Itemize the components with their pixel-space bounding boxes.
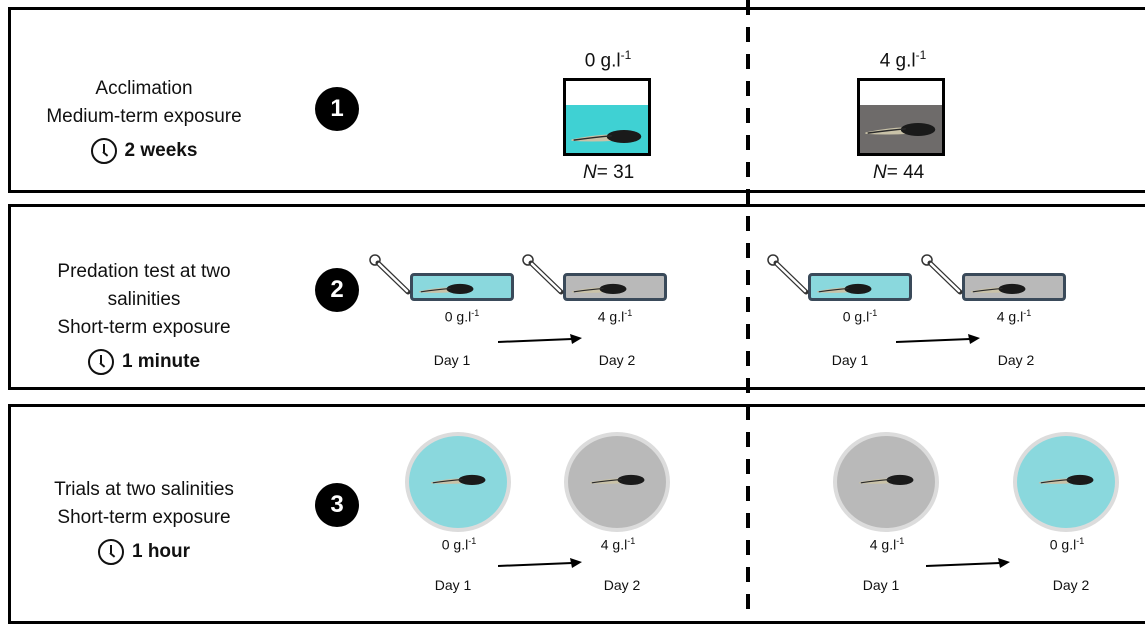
stage-2-day-0-0: Day 1: [433, 352, 471, 368]
stage-2-salinity-1-0: 0 g.l-1: [820, 308, 900, 325]
tank-1-sample-size: N= 31: [583, 162, 634, 184]
stage-2-salinity-0-0-text: 0 g.l: [444, 308, 472, 325]
tadpole-icon: [419, 283, 474, 294]
stage-2-salinity-0-0-exp: -1: [471, 308, 480, 318]
tank-1: [563, 78, 651, 156]
stage-3-salinity-0-1-text: 4 g.l: [600, 536, 628, 553]
tank-2-salinity-exp: -1: [915, 48, 927, 62]
tank-1-n-value: = 31: [596, 162, 635, 183]
stage-3-salinity-1-0-exp: -1: [896, 536, 905, 546]
stage-2-salinity-1-0-exp: -1: [869, 308, 878, 318]
stage-3-salinity-1-1: 0 g.l-1: [1027, 536, 1107, 553]
stage-2-salinity-0-1: 4 g.l-1: [575, 308, 655, 325]
stage-3-salinity-0-0: 0 g.l-1: [419, 536, 499, 553]
stage-2-line-2: salinities: [107, 289, 181, 310]
tank-2: [857, 78, 945, 156]
stage-3-description: Trials at two salinities Short-term expo…: [14, 476, 274, 566]
stage-3-salinity-1-0: 4 g.l-1: [847, 536, 927, 553]
tank-1-n-label: N: [583, 162, 597, 183]
stage-2-salinity-1-1: 4 g.l-1: [974, 308, 1054, 325]
stage-1-duration-text: 2 weeks: [124, 140, 198, 161]
tank-2-salinity-text: 4 g.l: [879, 50, 916, 72]
tadpole-icon: [572, 283, 627, 294]
tank-2-n-value: = 44: [886, 162, 925, 183]
stage-2-duration: 1 minute: [14, 348, 274, 376]
stage-2-salinity-1-1-exp: -1: [1023, 308, 1032, 318]
stage-2-duration-text: 1 minute: [121, 351, 201, 372]
stage-2-line-3: Short-term exposure: [57, 317, 231, 338]
pipette-icon: [522, 254, 564, 295]
stage-2-day-1-1: Day 2: [997, 352, 1035, 368]
stage-2-salinity-0-1-text: 4 g.l: [597, 308, 625, 325]
stage-1-line-1: Acclimation: [95, 78, 193, 99]
pipette-icon: [369, 254, 411, 295]
tadpole-icon: [971, 283, 1026, 294]
stage-2-day-1-0: Day 1: [831, 352, 869, 368]
clock-icon: [97, 539, 124, 565]
stage-3-dish-0-0: [405, 432, 511, 532]
stage-2-line-1: Predation test at two: [57, 261, 231, 282]
stage-3-salinity-0-1: 4 g.l-1: [578, 536, 658, 553]
tadpole-icon: [1039, 474, 1094, 485]
stage-3-salinity-1-1-exp: -1: [1076, 536, 1085, 546]
clock-icon: [90, 138, 117, 164]
condition-divider: [746, 0, 750, 610]
stage-3-salinity-0-0-exp: -1: [468, 536, 477, 546]
pipette-icon: [921, 254, 963, 295]
stage-3-arrow-0: [498, 558, 582, 568]
stage-3-day-1-0: Day 1: [862, 577, 900, 593]
stage-2-salinity-0-0: 0 g.l-1: [422, 308, 502, 325]
stage-3-arrow-1: [926, 558, 1010, 568]
tadpole-icon: [817, 283, 872, 294]
tank-1-salinity-exp: -1: [620, 48, 632, 62]
stage-3-duration-text: 1 hour: [131, 541, 191, 562]
pipette-icon: [767, 254, 809, 295]
stage-2-dish-1-0: [808, 273, 912, 301]
tadpole-icon: [859, 474, 914, 485]
stage-2-arrow-1: [896, 334, 980, 344]
stage-3-salinity-1-0-text: 4 g.l: [869, 536, 897, 553]
stage-3-salinity-0-0-text: 0 g.l: [441, 536, 469, 553]
tank-2-n-label: N: [873, 162, 887, 183]
step-1-badge: 1: [315, 87, 359, 131]
stage-3-day-0-0: Day 1: [434, 577, 472, 593]
stage-2-salinity-1-0-text: 0 g.l: [842, 308, 870, 325]
stage-2-salinity-1-1-text: 4 g.l: [996, 308, 1024, 325]
stage-2-salinity-0-1-exp: -1: [624, 308, 633, 318]
stage-3-day-1-1: Day 2: [1052, 577, 1090, 593]
tadpole-icon: [431, 474, 486, 485]
stage-2-description: Predation test at two salinities Short-t…: [14, 258, 274, 376]
tadpole-icon: [590, 474, 645, 485]
stage-3-line-1: Trials at two salinities: [54, 479, 234, 500]
stage-3-salinity-1-1-text: 0 g.l: [1049, 536, 1077, 553]
stage-3-day-0-1: Day 2: [603, 577, 641, 593]
stage-2-arrow-0: [498, 334, 582, 344]
tadpole-icon: [865, 123, 936, 136]
stage-2-day-0-1: Day 2: [598, 352, 636, 368]
stage-3-salinity-0-1-exp: -1: [627, 536, 636, 546]
tank-1-salinity: 0 g.l-1: [568, 48, 648, 72]
step-2-badge: 2: [315, 268, 359, 312]
stage-1-duration: 2 weeks: [14, 137, 274, 165]
tank-1-salinity-text: 0 g.l: [584, 50, 621, 72]
tank-2-sample-size: N= 44: [873, 162, 924, 184]
tank-2-salinity: 4 g.l-1: [863, 48, 943, 72]
stage-3-duration: 1 hour: [14, 538, 274, 566]
clock-icon: [87, 349, 114, 375]
tadpole-icon: [571, 130, 642, 143]
stage-1-description: Acclimation Medium-term exposure 2 weeks: [14, 75, 274, 165]
step-3-badge: 3: [315, 483, 359, 527]
stage-1-line-2: Medium-term exposure: [46, 106, 242, 127]
stage-3-line-2: Short-term exposure: [57, 507, 231, 528]
